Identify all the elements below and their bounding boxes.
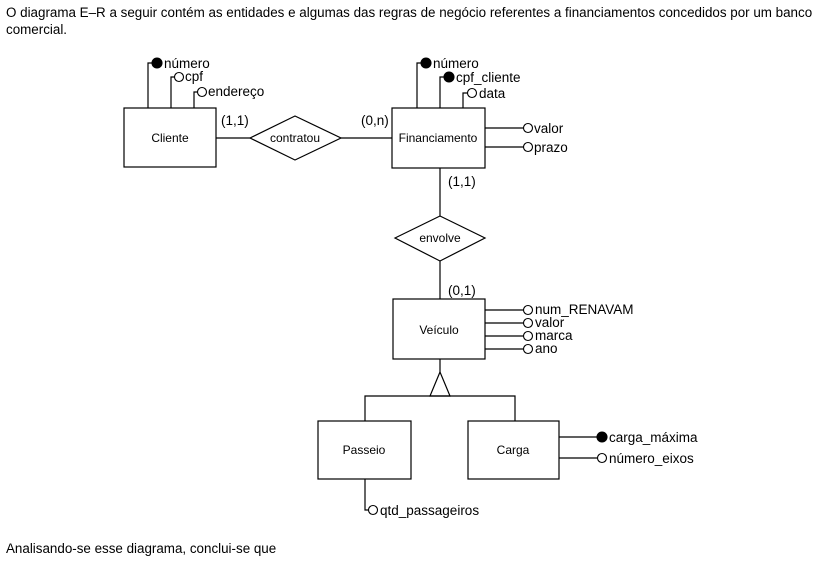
relationship-envolve-diamond bbox=[393, 215, 487, 262]
entity-carga-label: Carga bbox=[497, 443, 530, 457]
cardinality-financiamento-envolve: (1,1) bbox=[448, 174, 476, 189]
passeio-qtd-dot bbox=[367, 504, 379, 516]
passeio-attr-qtd-line bbox=[364, 479, 369, 511]
veiculo-renavam-dot bbox=[522, 304, 534, 316]
cliente-attr-cpf-label: cpf bbox=[185, 69, 203, 84]
entity-cliente-box bbox=[123, 107, 217, 168]
fin-attr-data-line bbox=[462, 92, 468, 108]
fin-attr-numero-line bbox=[416, 62, 422, 108]
cardinality-veiculo-envolve: (0,1) bbox=[448, 283, 476, 298]
cliente-attr-numero-label: número bbox=[164, 56, 210, 71]
question-intro: O diagrama E–R a seguir contém as entida… bbox=[6, 5, 813, 37]
carga-numero-eixos-dot bbox=[596, 452, 608, 464]
fin-data-dot bbox=[466, 87, 478, 99]
veiculo-valor-dot bbox=[522, 317, 534, 329]
entity-financiamento-label: Financiamento bbox=[399, 131, 478, 145]
cliente-attr-endereco-line bbox=[193, 91, 198, 108]
specialization-triangle bbox=[429, 370, 451, 397]
entity-financiamento-box bbox=[391, 107, 486, 169]
relationship-contratou-diamond bbox=[248, 115, 343, 161]
fin-valor-dot bbox=[522, 122, 534, 134]
fin-attr-cpf-cliente-label: cpf_cliente bbox=[456, 70, 521, 85]
cliente-endereco-dot bbox=[196, 86, 208, 98]
cardinality-cliente-contratou: (1,1) bbox=[221, 113, 249, 128]
entity-veiculo-box bbox=[392, 298, 486, 360]
veiculo-attr-renavam-label: num_RENAVAM bbox=[535, 302, 634, 317]
carga-attr-carga-maxima-label: carga_máxima bbox=[609, 430, 698, 445]
entity-passeio-box bbox=[317, 420, 412, 480]
entity-veiculo-label: Veículo bbox=[419, 323, 459, 337]
entity-passeio-label: Passeio bbox=[343, 443, 386, 457]
entity-carga-box bbox=[467, 420, 560, 480]
cliente-cpf-dot bbox=[173, 71, 185, 83]
cliente-attr-endereco-label: endereço bbox=[208, 84, 264, 99]
veiculo-ano-dot bbox=[522, 343, 534, 355]
entity-cliente-label: Cliente bbox=[151, 131, 189, 145]
relationship-contratou-label: contratou bbox=[270, 131, 320, 145]
veiculo-marca-dot bbox=[522, 330, 534, 342]
specialization-branches bbox=[364, 395, 516, 421]
fin-attr-prazo-label: prazo bbox=[534, 140, 568, 155]
cliente-numero-dot bbox=[151, 57, 163, 69]
fin-attr-numero-label: número bbox=[433, 56, 479, 71]
fin-attr-cpf-cliente-line bbox=[439, 76, 445, 108]
fin-attr-valor-label: valor bbox=[534, 121, 564, 136]
veiculo-attr-ano-label: ano bbox=[535, 341, 558, 356]
carga-carga-maxima-dot bbox=[596, 431, 608, 443]
veiculo-attr-valor-label: valor bbox=[535, 315, 565, 330]
carga-attr-numero-eixos-label: número_eixos bbox=[609, 451, 694, 466]
veiculo-attr-marca-label: marca bbox=[535, 328, 573, 343]
passeio-attr-qtd-label: qtd_passageiros bbox=[380, 503, 479, 518]
fin-cpf-cliente-dot bbox=[443, 71, 455, 83]
question-outro: Analisando-se esse diagrama, conclui-se … bbox=[6, 541, 277, 556]
cliente-attr-cpf-line bbox=[170, 76, 175, 108]
cardinality-financiamento-contratou: (0,n) bbox=[361, 113, 389, 128]
fin-prazo-dot bbox=[522, 141, 534, 153]
relationship-envolve-label: envolve bbox=[419, 231, 461, 245]
fin-attr-data-label: data bbox=[479, 86, 506, 101]
fin-numero-dot bbox=[420, 57, 432, 69]
cliente-attr-numero-line bbox=[147, 62, 153, 108]
